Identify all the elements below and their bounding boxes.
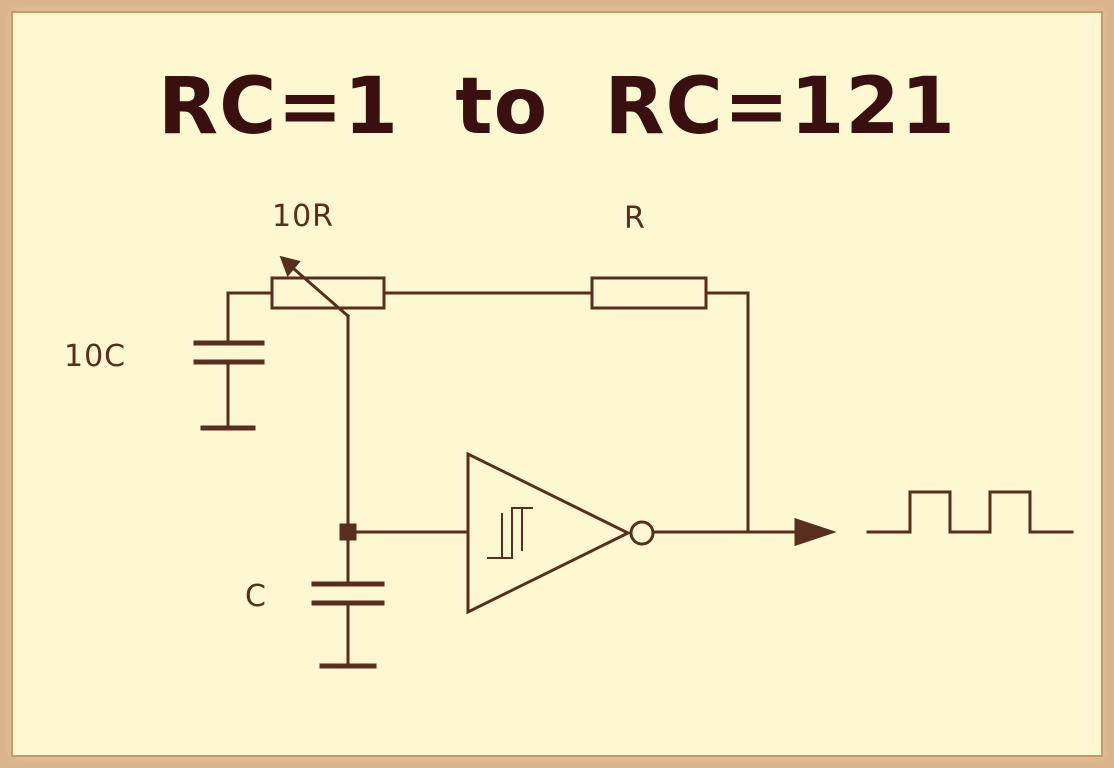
pot-arrow-shaft	[283, 259, 351, 319]
output-arrow-icon	[794, 517, 837, 547]
inverter-bubble	[629, 520, 655, 546]
diagram-panel	[13, 13, 1101, 755]
square-wave-icon	[866, 490, 1074, 534]
schmitt-inverter	[466, 451, 632, 615]
pot-arrow-head	[279, 255, 301, 277]
label-10c: 10C	[64, 339, 126, 374]
label-10r: 10R	[272, 199, 334, 234]
wire-10c-top	[226, 291, 274, 342]
hysteresis-icon	[487, 507, 533, 559]
potentiometer-10r	[270, 276, 386, 310]
label-r: R	[624, 201, 646, 236]
label-c: C	[245, 579, 267, 614]
resistor-r	[590, 276, 708, 310]
diagram-title: RC=1 to RC=121	[158, 62, 956, 152]
wire-feedback	[704, 291, 750, 534]
